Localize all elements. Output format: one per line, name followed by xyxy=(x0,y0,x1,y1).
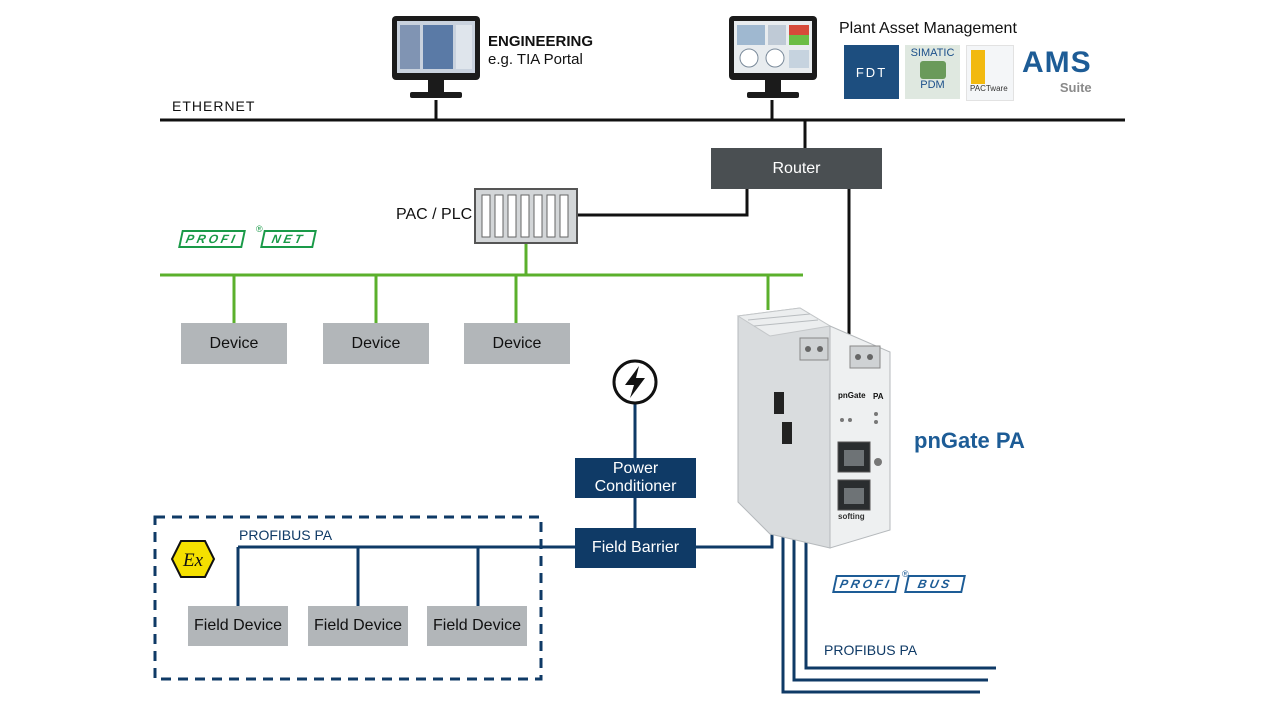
profinet-device-1: Device xyxy=(181,323,287,364)
engineering-monitor-icon xyxy=(392,16,480,98)
pactware-text: PACTware xyxy=(970,84,1008,93)
field-device-label: Field Device xyxy=(193,617,283,634)
device-pa-label: PA xyxy=(873,392,884,401)
field-barrier-box: Field Barrier xyxy=(575,528,696,568)
profibus-logo-bottom: BUS xyxy=(904,575,967,593)
router-plc-line xyxy=(578,188,749,217)
pam-monitor-icon xyxy=(729,16,817,98)
ams-text: AMS xyxy=(1022,46,1092,79)
lightning-power-icon xyxy=(612,359,658,405)
profibus-logo: PROFI ® BUS xyxy=(826,569,967,593)
device-brand-label: softing xyxy=(838,512,865,521)
ams-suite-text: Suite xyxy=(1059,80,1092,95)
device-label: Device xyxy=(492,334,542,352)
field-device-1: Field Device xyxy=(188,606,288,646)
profibus-logo-top: PROFI xyxy=(832,575,900,593)
simatic-pdm-logo: SIMATIC PDM xyxy=(905,45,960,99)
hazard-bus-label: PROFIBUS PA xyxy=(239,527,333,543)
plc-label: PAC / PLC xyxy=(396,206,473,223)
profinet-logo-top: PROFI xyxy=(178,230,246,248)
product-name: pnGate PA xyxy=(914,428,1025,453)
profibus-line-3 xyxy=(804,498,996,670)
profibus-line-2 xyxy=(792,490,988,682)
profinet-device-2: Device xyxy=(323,323,429,364)
pam-title: Plant Asset Management xyxy=(839,20,1017,37)
router-box: Router xyxy=(711,148,882,189)
pngate-device-image xyxy=(736,307,891,549)
hazard-zone-border xyxy=(153,515,543,681)
power-conditioner-box: Power Conditioner xyxy=(575,458,696,498)
device-label: Device xyxy=(209,334,259,352)
fdt-logo: FDT xyxy=(844,45,899,99)
profinet-device-3: Device xyxy=(464,323,570,364)
profinet-logo: PROFI ® NET xyxy=(172,224,318,248)
fdt-logo-text: FDT xyxy=(855,65,888,80)
engineering-subtitle: e.g. TIA Portal xyxy=(488,51,583,68)
device-front-label: pnGate xyxy=(838,391,866,400)
pdm-text: PDM xyxy=(920,79,945,91)
field-device-label: Field Device xyxy=(432,617,522,634)
ex-symbol-text: Ex xyxy=(182,550,204,571)
device-label: Device xyxy=(351,334,401,352)
field-device-label: Field Device xyxy=(313,617,403,634)
simatic-text: SIMATIC xyxy=(910,47,955,59)
plc-rack-icon xyxy=(474,188,578,244)
ex-hazard-icon: Ex xyxy=(170,540,216,578)
field-barrier-label: Field Barrier xyxy=(591,539,680,556)
field-device-3: Field Device xyxy=(427,606,527,646)
profibus-line-label: PROFIBUS PA xyxy=(824,642,918,658)
profinet-logo-bottom: NET xyxy=(260,230,318,248)
profibus-line-1 xyxy=(781,482,980,694)
ams-suite-logo: AMS Suite xyxy=(1022,46,1092,95)
router-label: Router xyxy=(772,159,821,177)
engineering-title: ENGINEERING xyxy=(488,33,594,50)
power-conditioner-label: Power Conditioner xyxy=(594,460,677,495)
ethernet-label: ETHERNET xyxy=(172,98,256,114)
pactware-logo: PACTware xyxy=(966,45,1014,101)
field-device-2: Field Device xyxy=(308,606,408,646)
